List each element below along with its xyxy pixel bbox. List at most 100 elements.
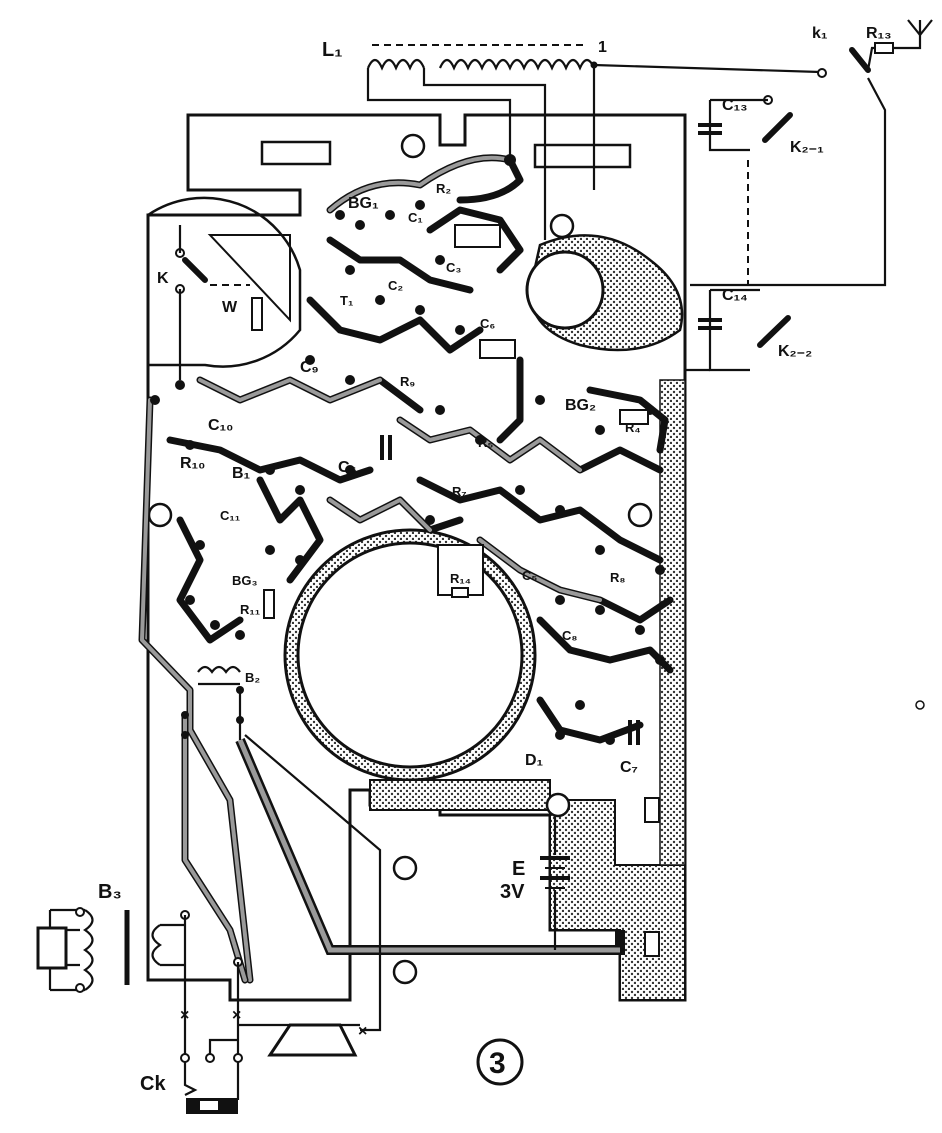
label-w: W	[222, 299, 238, 316]
terminal	[75, 907, 85, 917]
jack-contact	[233, 1053, 243, 1063]
resistor-r14	[451, 587, 469, 598]
resistor-r14-frame	[437, 544, 484, 596]
label-c8: C₈	[562, 628, 577, 643]
label-k: K	[157, 270, 169, 287]
transformer-b2	[197, 665, 241, 674]
switch-k2-1	[762, 112, 793, 143]
wire	[183, 915, 240, 1055]
mount-hole	[392, 959, 418, 985]
solder-pads	[150, 154, 665, 745]
antenna-wire	[866, 30, 922, 71]
label-e: E	[512, 858, 525, 880]
trace-network	[166, 154, 674, 744]
wire	[366, 68, 512, 160]
junction	[590, 61, 598, 69]
label-c6: C₆	[338, 459, 357, 476]
label-bg3: BG₃	[232, 573, 258, 588]
label-t1: T₁	[340, 293, 353, 308]
wire	[690, 77, 887, 287]
mount-hole	[545, 792, 571, 818]
component-block	[454, 224, 501, 248]
pcb-trace	[140, 398, 252, 982]
wire	[708, 98, 768, 152]
ground-bus-fill	[237, 739, 620, 953]
switch-contact	[817, 68, 827, 78]
mount-hole	[392, 855, 418, 881]
slot-cutout	[260, 140, 332, 166]
label-c7: C₇	[620, 759, 638, 776]
jack-ck-slot	[200, 1101, 218, 1110]
speaker-cutout	[296, 541, 524, 769]
label-c6a: C₆	[480, 316, 495, 331]
cross-mark: ×	[232, 1007, 241, 1024]
label-r11: R₁₁	[240, 602, 260, 617]
pcb-trace	[183, 713, 247, 982]
label-r5: R₅	[478, 435, 493, 450]
slot-cutout	[644, 797, 660, 823]
label-c5: C₅	[522, 568, 537, 583]
mount-hole	[915, 700, 925, 710]
earphone-icon	[36, 926, 68, 970]
label-r9: R₉	[400, 374, 415, 389]
label-r8: R₈	[610, 570, 625, 585]
cross-mark: ×	[180, 1007, 189, 1024]
label-c11: C₁₁	[220, 508, 240, 523]
figure-number: 3	[489, 1047, 506, 1080]
label-r13: R₁₃	[866, 25, 892, 42]
mount-hole	[627, 502, 653, 528]
label-r7: R₇	[452, 484, 467, 499]
volume-wiper	[207, 234, 291, 323]
label-r10: R₁₀	[180, 455, 205, 472]
jack-contact	[180, 1053, 190, 1063]
capacitor-c13	[698, 123, 722, 135]
label-bg1: BG₁	[348, 195, 379, 212]
resistor-r11	[263, 589, 275, 619]
wire	[593, 63, 821, 74]
resistor-r4	[619, 409, 649, 425]
label-l1: L₁	[322, 39, 343, 61]
wire	[48, 908, 85, 992]
slot-cutout	[533, 143, 632, 169]
figure-number-circle	[476, 1038, 524, 1086]
tuning-cap-hole	[525, 250, 605, 330]
label-pin1: 1	[598, 39, 607, 56]
label-c9: C₉	[300, 359, 319, 376]
cross-mark: ×	[358, 1023, 367, 1040]
label-c3: C₃	[446, 260, 461, 275]
label-c10: C₁₀	[208, 417, 233, 434]
slot-cutout	[644, 931, 660, 957]
wire	[422, 68, 547, 240]
mount-hole	[147, 502, 173, 528]
mount-hole	[400, 133, 426, 159]
label-k1: k₁	[812, 25, 828, 42]
label-c2: C₂	[388, 278, 403, 293]
label-k2-2: K₂₋₂	[778, 343, 812, 360]
label-c14: C₁₄	[722, 287, 748, 304]
label-b1: B₁	[232, 465, 251, 482]
transformer-b3-primary	[83, 909, 94, 991]
switch-k2-2	[757, 315, 791, 348]
transformer-b3-secondary	[151, 924, 162, 966]
capacitor-c6	[380, 435, 392, 460]
label-ck: Ck	[140, 1073, 166, 1095]
label-c13: C₁₃	[722, 97, 748, 114]
switch-k-lever	[182, 257, 208, 283]
switch-k1-lever	[849, 47, 871, 73]
mount-hole	[549, 213, 575, 239]
capacitor-c7	[628, 720, 640, 745]
label-b2: B₂	[245, 670, 260, 685]
label-b3: B₃	[98, 881, 122, 903]
label-r2: R₂	[436, 181, 451, 196]
label-r14: R₁₄	[450, 571, 471, 586]
wire	[160, 923, 185, 967]
ground-strip-right	[659, 379, 686, 866]
label-c1: C₁	[408, 210, 423, 225]
coil-l1-secondary	[438, 58, 596, 71]
label-3v: 3V	[500, 881, 525, 903]
antenna-icon	[907, 19, 933, 37]
label-k2-1: K₂₋₁	[790, 139, 824, 156]
component-block	[479, 339, 516, 359]
capacitor-c14	[698, 318, 722, 330]
